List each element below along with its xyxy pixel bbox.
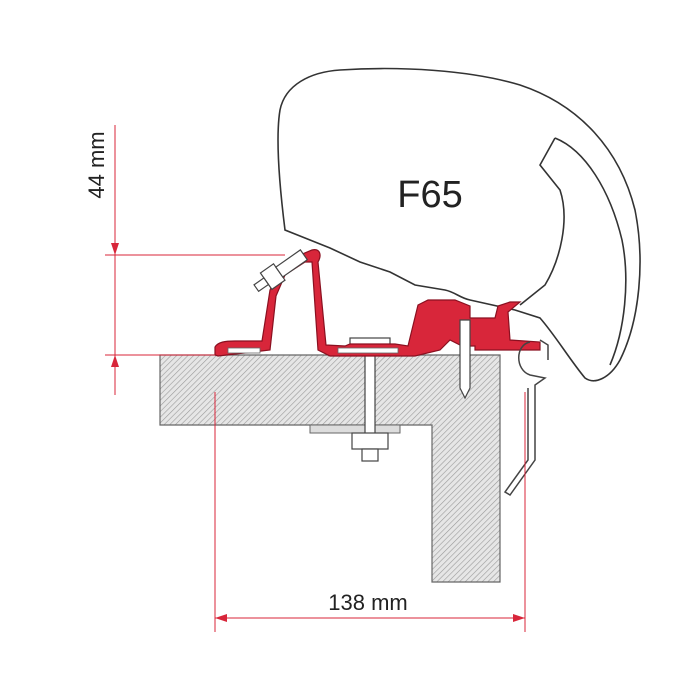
gutter-clip — [503, 339, 549, 496]
screw — [459, 319, 471, 400]
wall-plate — [309, 424, 401, 434]
model-label: F65 — [397, 174, 462, 216]
width-dimension-label: 138 mm — [328, 590, 407, 615]
adapter-foot-pad — [337, 347, 399, 354]
height-dimension — [105, 125, 285, 395]
adapter-profile — [214, 249, 541, 357]
bolt-end — [361, 448, 379, 462]
angled-bolt — [253, 249, 309, 293]
vehicle-wall-section — [159, 354, 501, 583]
adapter-foot-pad — [227, 347, 261, 354]
width-dimension — [214, 392, 526, 632]
height-dimension-label: 44 mm — [84, 131, 109, 198]
awning-end-cap — [519, 137, 627, 366]
bolt-nut — [351, 432, 389, 450]
